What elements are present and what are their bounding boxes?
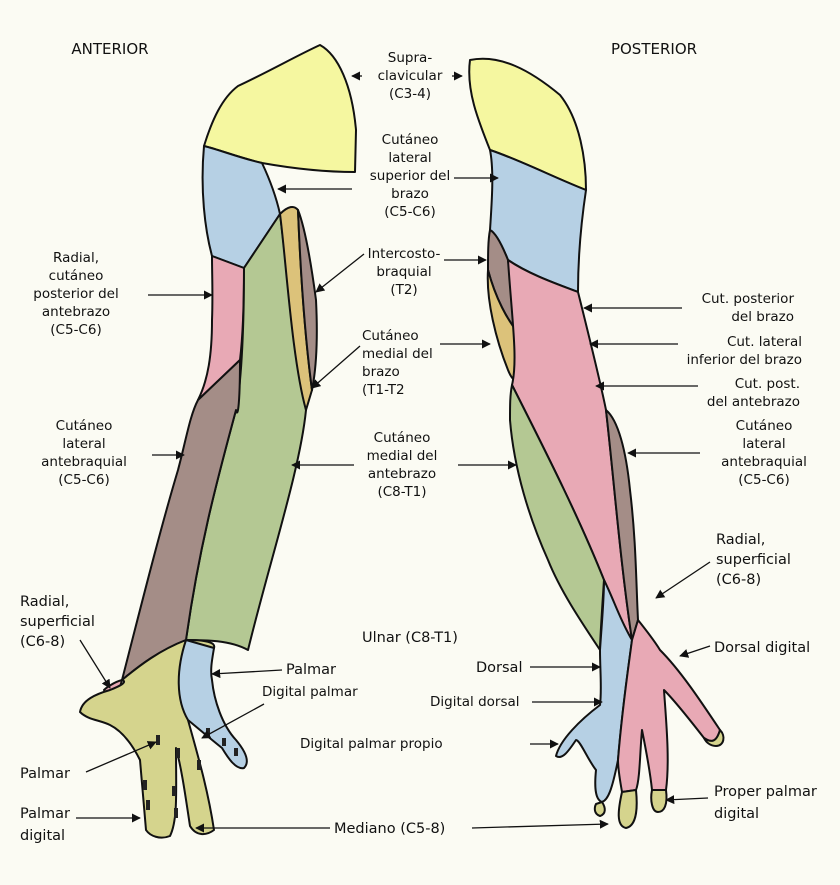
posterior-medial-antebrazo-region bbox=[509, 384, 605, 651]
anterior-title: ANTERIOR bbox=[71, 40, 148, 58]
radial-superficial-a-line-1: Radial, bbox=[20, 594, 69, 610]
lateral-antebraquial-a-line-1: Cutáneo bbox=[56, 418, 113, 434]
supraclavicular-label: Supra- clavicular (C3-4) bbox=[378, 50, 443, 102]
intercostobraquial-line-2: braquial bbox=[376, 264, 431, 280]
medial-brazo-line-2: medial del bbox=[362, 346, 433, 362]
cut-lateral-inferior-line-2: inferior del brazo bbox=[687, 352, 802, 368]
posterior-fingertip-3 bbox=[617, 789, 638, 829]
posterior-ulnar-region bbox=[555, 579, 633, 803]
proper-palmar-digital-line-1: Proper palmar bbox=[714, 784, 817, 800]
medial-brazo-label: Cutáneo medial del brazo (T1-T2 bbox=[362, 328, 433, 398]
cut-post-antebrazo-line-2: del antebrazo bbox=[707, 394, 800, 410]
radial-posterior-anterior-label: Radial, cutáneo posterior del antebrazo … bbox=[33, 250, 119, 338]
medial-antebrazo-label: Cutáneo medial del antebrazo (C8-T1) bbox=[367, 430, 438, 500]
radial-superficial-p-line-3: (C6-8) bbox=[716, 572, 761, 588]
medial-antebrazo-line-4: (C8-T1) bbox=[377, 484, 426, 500]
anterior-arm bbox=[79, 44, 357, 839]
radial-posterior-line-4: antebrazo bbox=[42, 304, 110, 320]
dorsal-digital-label: Dorsal digital bbox=[714, 640, 810, 656]
radial-superficial-a-line-2: superficial bbox=[20, 614, 95, 630]
supraclavicular-line-2: clavicular bbox=[378, 68, 443, 84]
radial-posterior-line-2: cutáneo bbox=[49, 268, 104, 284]
cut-posterior-brazo-line-2: del brazo bbox=[731, 309, 794, 325]
intercostobraquial-line-3: (T2) bbox=[390, 282, 417, 298]
proper-palmar-digital-line-2: digital bbox=[714, 806, 759, 822]
lateral-superior-line-1: Cutáneo bbox=[382, 132, 439, 148]
medial-antebrazo-line-2: medial del bbox=[367, 448, 438, 464]
radial-superficial-posterior-label: Radial, superficial (C6-8) bbox=[716, 532, 791, 588]
medial-brazo-line-3: brazo bbox=[362, 364, 400, 380]
digital-palmar-propio-label: Digital palmar propio bbox=[300, 736, 443, 752]
cut-lateral-inferior-label: Cut. lateral inferior del brazo bbox=[687, 334, 802, 368]
posterior-dorsal-digital-region bbox=[617, 619, 721, 793]
palmar-digital-line-1: Palmar bbox=[20, 806, 70, 822]
digital-dorsal-label: Digital dorsal bbox=[430, 694, 520, 710]
lateral-superior-line-5: (C5-C6) bbox=[384, 204, 435, 220]
proper-palmar-digital-label: Proper palmar digital bbox=[714, 784, 817, 822]
radial-superficial-p-line-2: superficial bbox=[716, 552, 791, 568]
lateral-superior-line-3: superior del bbox=[370, 168, 451, 184]
lateral-antebraquial-a-line-2: lateral bbox=[62, 436, 105, 452]
anterior-supraclavicular-region bbox=[203, 44, 357, 173]
digital-palmar-label: Digital palmar bbox=[262, 684, 358, 700]
palmar-label: Palmar bbox=[286, 662, 336, 678]
posterior-title: POSTERIOR bbox=[611, 40, 697, 58]
radial-posterior-line-5: (C5-C6) bbox=[50, 322, 101, 338]
posterior-fingertip-1 bbox=[703, 729, 725, 747]
palmar-left-label: Palmar bbox=[20, 766, 70, 782]
cut-posterior-brazo-line-1: Cut. posterior bbox=[702, 291, 795, 307]
radial-superficial-anterior-label: Radial, superficial (C6-8) bbox=[20, 594, 95, 650]
posterior-fingertip-4 bbox=[593, 801, 606, 817]
palmar-digital-line-2: digital bbox=[20, 828, 65, 844]
cut-post-antebrazo-line-1: Cut. post. bbox=[735, 376, 800, 392]
lateral-antebraquial-a-line-3: antebraquial bbox=[41, 454, 127, 470]
cut-post-antebrazo-label: Cut. post. del antebrazo bbox=[707, 376, 800, 410]
medial-brazo-line-4: (T1-T2 bbox=[362, 382, 405, 398]
lateral-antebraquial-p-line-2: lateral bbox=[742, 436, 785, 452]
ulnar-label: Ulnar (C8-T1) bbox=[362, 630, 458, 646]
posterior-lateral-antebraquial-region bbox=[605, 409, 639, 641]
medial-brazo-line-1: Cutáneo bbox=[362, 328, 419, 344]
medial-antebrazo-line-1: Cutáneo bbox=[374, 430, 431, 446]
anterior-ulnar-region bbox=[177, 639, 248, 770]
lateral-antebraquial-p-line-4: (C5-C6) bbox=[738, 472, 789, 488]
lateral-antebraquial-a-line-4: (C5-C6) bbox=[58, 472, 109, 488]
anterior-lateral-superior-region bbox=[201, 145, 281, 269]
lateral-antebraquial-posterior-label: Cutáneo lateral antebraquial (C5-C6) bbox=[721, 418, 807, 488]
intercostobraquial-line-1: Intercosto- bbox=[368, 246, 441, 262]
radial-superficial-p-line-1: Radial, bbox=[716, 532, 765, 548]
radial-posterior-line-1: Radial, bbox=[53, 250, 99, 266]
radial-posterior-line-3: posterior del bbox=[33, 286, 119, 302]
posterior-arm bbox=[468, 57, 725, 829]
anterior-intercosto-region bbox=[297, 209, 318, 391]
posterior-fingertip-2 bbox=[650, 789, 668, 813]
lateral-antebraquial-p-line-3: antebraquial bbox=[721, 454, 807, 470]
radial-superficial-a-line-3: (C6-8) bbox=[20, 634, 65, 650]
supraclavicular-line-3: (C3-4) bbox=[389, 86, 431, 102]
lateral-superior-line-4: brazo bbox=[391, 186, 429, 202]
cut-posterior-brazo-label: Cut. posterior del brazo bbox=[702, 291, 795, 325]
supraclavicular-line-1: Supra- bbox=[388, 50, 433, 66]
lateral-antebraquial-p-line-1: Cutáneo bbox=[736, 418, 793, 434]
intercostobraquial-label: Intercosto- braquial (T2) bbox=[368, 246, 441, 298]
lateral-superior-line-2: lateral bbox=[388, 150, 431, 166]
lateral-antebraquial-anterior-label: Cutáneo lateral antebraquial (C5-C6) bbox=[41, 418, 127, 488]
mediano-label: Mediano (C5-8) bbox=[334, 821, 445, 837]
lateral-superior-label: Cutáneo lateral superior del brazo (C5-C… bbox=[370, 132, 451, 220]
dorsal-label: Dorsal bbox=[476, 660, 522, 676]
medial-antebrazo-line-3: antebrazo bbox=[368, 466, 436, 482]
palmar-digital-label: Palmar digital bbox=[20, 806, 70, 844]
cut-lateral-inferior-line-1: Cut. lateral bbox=[727, 334, 802, 350]
